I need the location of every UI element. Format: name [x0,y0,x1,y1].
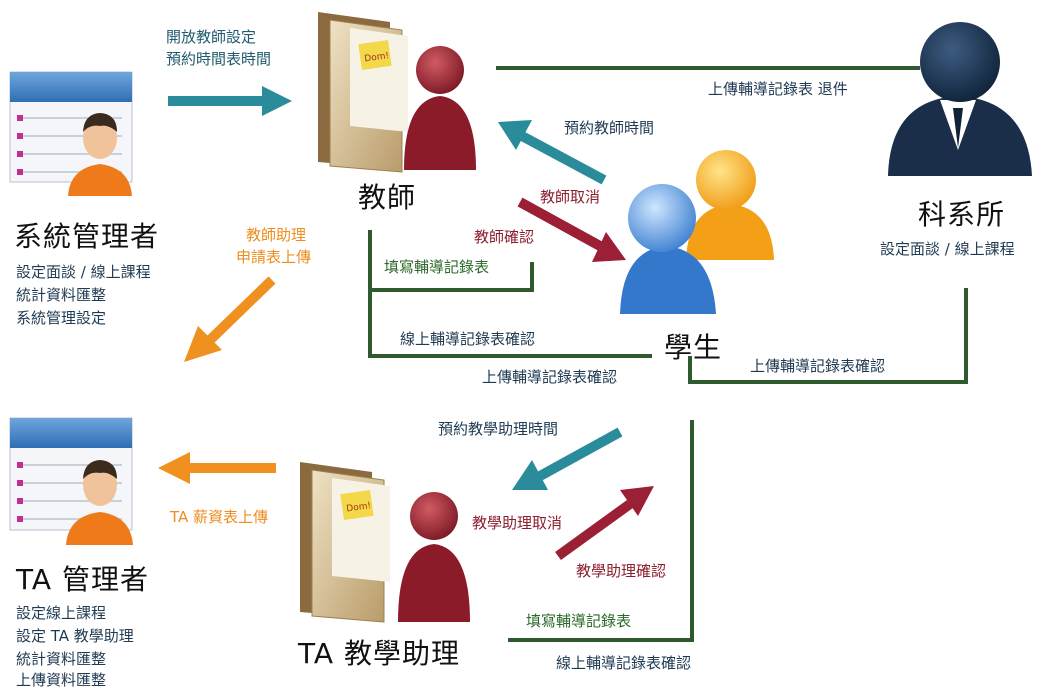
label-admin-to-teacher: 預約時間表時間 [166,50,272,68]
label-admin-to-teacher: 開放教師設定 [166,28,257,46]
label-teacher-to-dept: 上傳輔導記錄表 退件 [708,80,848,98]
arrow-ta-salary [158,452,276,484]
arrow-student-book-ta [512,427,623,490]
label-dept-upload-confirm: 上傳輔導記錄表確認 [750,357,886,375]
label-ta-apply: 申請表上傳 [236,248,312,266]
label-teacher-fill: 填寫輔導記錄表 [384,258,490,276]
dept-line: 設定面談 / 線上課程 [880,240,1015,258]
ta-admin-line: 上傳資料匯整 [16,671,107,689]
students-icon [620,150,774,314]
ta-admin-form-icon [9,417,133,545]
svg-text:Dom!: Dom! [364,51,390,64]
ta-folder-icon: Dom! [300,462,470,623]
label-student-book-ta: 預約教學助理時間 [438,420,559,438]
svg-text:Dom!: Dom! [346,501,372,514]
label-teacher-confirm: 教師確認 [474,228,535,246]
label-ta-online-confirm: 線上輔導記錄表確認 [556,654,692,672]
label-teacher-cancel: 教師取消 [540,188,601,206]
label-teacher-online-confirm: 線上輔導記錄表確認 [400,330,536,348]
sys-admin-line: 設定面談 / 線上課程 [16,263,151,281]
arrow-ta-to-student [555,486,654,561]
ta-admin-line: 設定 TA 教學助理 [16,627,134,645]
ta-admin-title: TA 管理者 [16,563,149,596]
dept-person-icon [888,22,1032,176]
arrow-student-book-teacher [498,120,607,185]
ta-title: TA 教學助理 [298,637,460,670]
ta-admin-line: 設定線上課程 [16,604,107,622]
sys-admin-title: 系統管理者 [14,220,160,253]
arrow-ta-apply [184,276,276,362]
label-ta-cancel: 教學助理取消 [472,514,563,532]
ta-admin-line: 統計資料匯整 [16,650,107,668]
arrow-teacher-to-student [517,197,626,262]
connector-lines [368,66,968,642]
label-ta-confirm: 教學助理確認 [576,562,667,580]
arrow-admin-to-teacher [168,86,292,116]
label-ta-apply: 教師助理 [246,226,307,244]
admin-form-icon [9,71,133,196]
sys-admin-line: 統計資料匯整 [16,286,107,304]
sys-admin-line: 系統管理設定 [16,309,107,327]
teacher-title: 教師 [358,181,417,214]
label-student-book-teacher: 預約教師時間 [564,119,655,137]
teacher-folder-icon: Dom! [318,12,476,173]
student-title: 學生 [664,331,723,364]
label-student-upload-confirm: 上傳輔導記錄表確認 [482,368,618,386]
label-ta-salary: TA 薪資表上傳 [170,508,269,526]
dept-title: 科系所 [918,198,1006,231]
label-ta-fill: 填寫輔導記錄表 [526,612,632,630]
